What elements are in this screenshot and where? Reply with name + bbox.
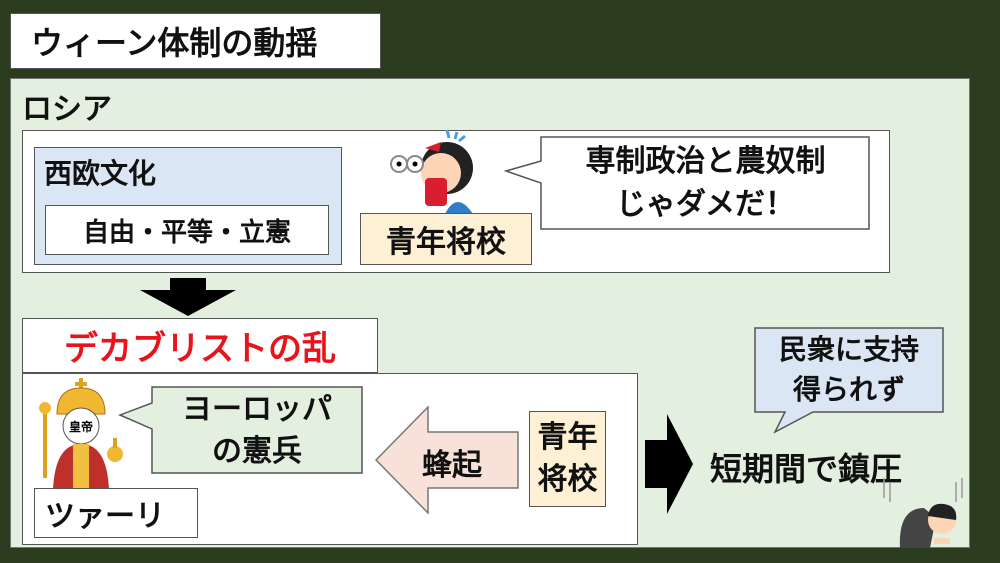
speech-line: 得られず [792,373,905,406]
public-speech-bubble [754,327,944,434]
revolt-title: デカブリストの乱 [64,329,336,369]
speech-line: 専制政治と農奴制 [585,144,826,179]
angry-officer-illustration [390,129,473,214]
officers-line: 青年 [537,420,598,455]
officers-vertical-box: 青年 将校 [529,411,606,507]
speech-line: ヨーロッパ [182,392,332,427]
result-label: 短期間で鎮圧 [710,450,903,488]
officers-speech: 専制政治と農奴制 じゃダメだ！ [541,140,870,226]
tsar-illustration: 皇帝 [39,378,123,490]
revolt-title-box: デカブリストの乱 [22,318,378,373]
western-culture-heading: 西欧文化 [44,157,157,190]
down-arrow-icon [140,278,236,316]
officers-speech-bubble [503,136,870,230]
tsar-speech-bubble [118,386,363,474]
uprising-label: 蜂起 [422,448,482,483]
right-arrow-icon [645,414,693,514]
speech-line: じゃダメだ！ [615,187,796,222]
public-speech: 民衆に支持 得られず [755,330,943,410]
page-title-box: ウィーン体制の動揺 [10,13,381,69]
western-values: 自由・平等・立憲 [82,217,291,248]
kneeling-man-illustration [883,478,963,548]
officers-box: 青年将校 [360,213,532,265]
western-values-box: 自由・平等・立憲 [45,205,329,255]
officers-label: 青年将校 [386,225,506,260]
speech-line: 民衆に支持 [778,333,919,366]
tsar-speech: ヨーロッパ の憲兵 [152,389,362,473]
officers-line: 将校 [537,462,598,497]
section-label: ロシア [22,92,112,127]
tsar-label: ツァーリ [45,499,165,534]
speech-line: の憲兵 [212,434,302,469]
uprising-arrow [374,406,519,514]
tsar-box: ツァーリ [34,488,198,538]
page-title: ウィーン体制の動揺 [31,24,318,62]
emperor-badge: 皇帝 [69,419,93,434]
